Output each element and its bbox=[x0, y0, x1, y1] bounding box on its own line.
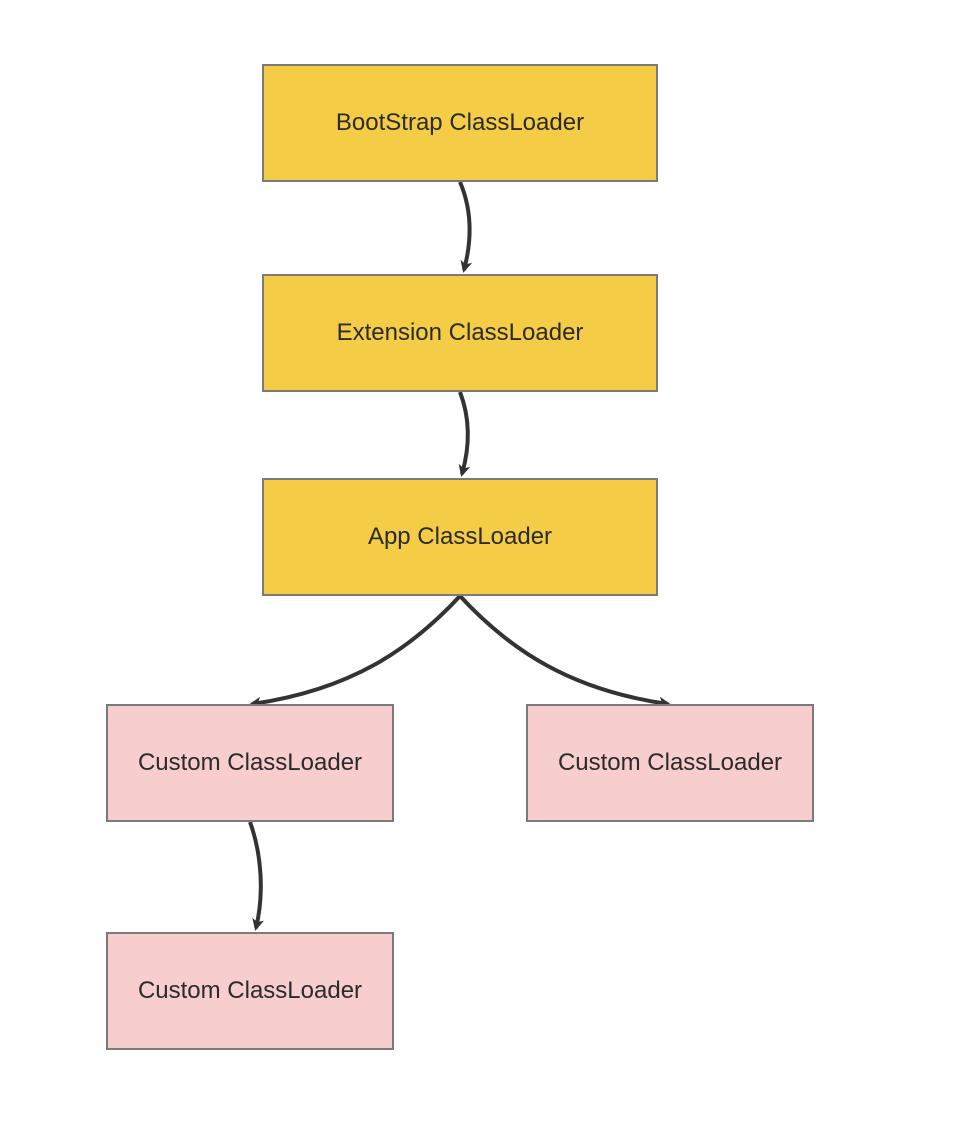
edge-extension-to-app bbox=[458, 391, 471, 477]
edge-app-to-custom2 bbox=[458, 594, 671, 709]
node-bootstrap-classloader: BootStrap ClassLoader bbox=[262, 64, 658, 182]
edge-bootstrap-to-extension bbox=[458, 181, 473, 273]
node-label: Extension ClassLoader bbox=[336, 319, 584, 346]
node-label: BootStrap ClassLoader bbox=[335, 109, 585, 136]
node-custom-classloader-child: Custom ClassLoader bbox=[106, 932, 394, 1050]
node-custom-classloader-left: Custom ClassLoader bbox=[106, 704, 394, 822]
node-label: Custom ClassLoader bbox=[137, 749, 363, 776]
node-label: App ClassLoader bbox=[367, 523, 553, 550]
node-label: Custom ClassLoader bbox=[557, 749, 783, 776]
node-app-classloader: App ClassLoader bbox=[262, 478, 658, 596]
edge-app-to-custom1 bbox=[249, 594, 462, 709]
node-label: Custom ClassLoader bbox=[137, 977, 363, 1004]
node-extension-classloader: Extension ClassLoader bbox=[262, 274, 658, 392]
edge-custom1-to-custom3 bbox=[248, 821, 264, 931]
node-custom-classloader-right: Custom ClassLoader bbox=[526, 704, 814, 822]
